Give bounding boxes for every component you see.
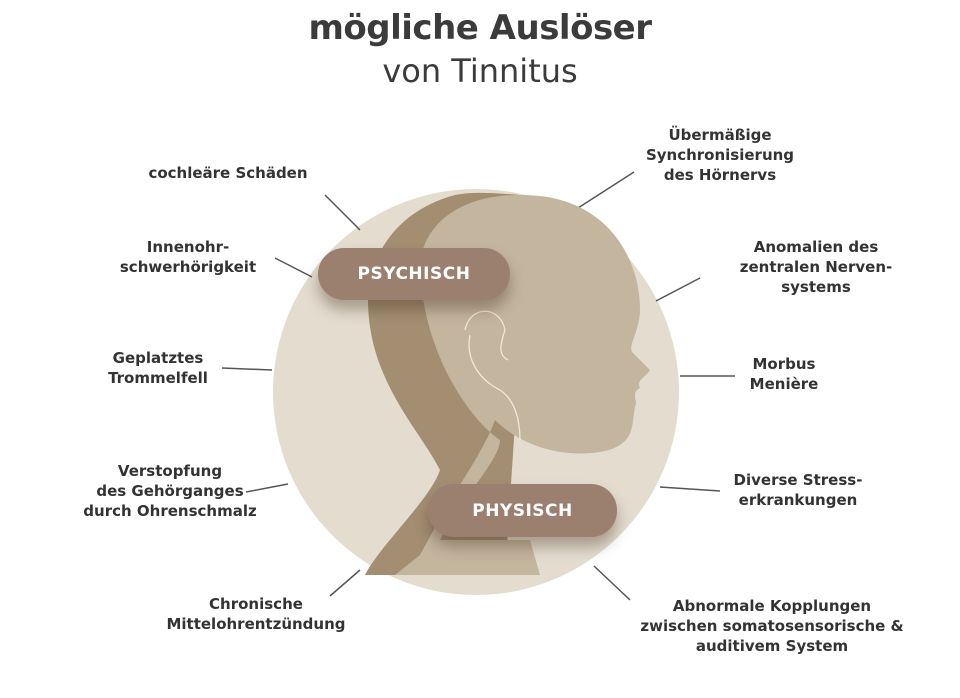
title-line-1: mögliche Auslöser xyxy=(308,8,652,48)
title-line-2: von Tinnitus xyxy=(382,52,578,90)
right-label-3: Diverse Stress-erkrankungen xyxy=(733,471,863,509)
left-label-0: cochleäre Schäden xyxy=(148,164,308,182)
category-physisch: PHYSISCH xyxy=(428,484,617,537)
connector-lines xyxy=(221,171,735,601)
left-label-1: Innenohr-schwerhörigkeit xyxy=(119,238,257,276)
category-psychisch: PSYCHISCH xyxy=(318,248,510,300)
